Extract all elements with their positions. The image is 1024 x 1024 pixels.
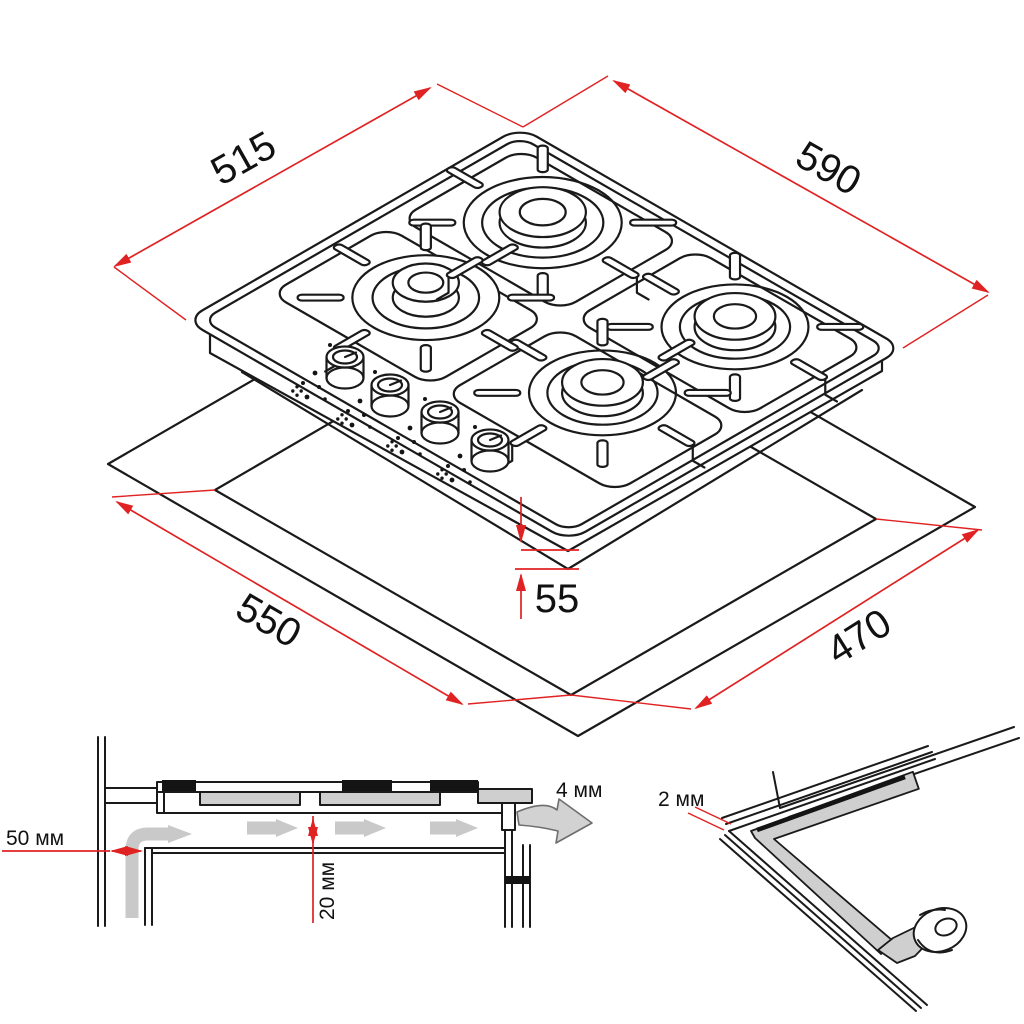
edge-vent-label: 4 мм xyxy=(556,779,602,802)
section-dimensions: 50 мм 20 мм 4 мм xyxy=(2,779,602,923)
knob-3 xyxy=(420,400,460,445)
installation-section-view: 50 мм 20 мм 4 мм xyxy=(2,736,602,928)
dimension-470: 470 xyxy=(570,518,983,710)
knob-4 xyxy=(470,428,510,473)
burner-back-left xyxy=(431,158,654,287)
front-offset-label: 55 xyxy=(535,577,580,621)
hob-left-trim xyxy=(156,791,165,814)
cutout-depth-label: 470 xyxy=(819,601,899,674)
shelf-gap-label: 20 мм xyxy=(316,862,339,920)
knob-1 xyxy=(325,345,365,390)
wall-lines xyxy=(97,736,106,927)
airflow-arrows xyxy=(125,819,478,918)
countertop-right-section xyxy=(477,788,533,804)
knob-2 xyxy=(370,373,410,418)
dimension-55: 55 xyxy=(515,497,579,621)
panel-dot-marks xyxy=(291,343,477,484)
hob-width-label: 590 xyxy=(789,133,869,204)
countertop-left-section xyxy=(104,787,158,804)
wall-clearance-label: 50 мм xyxy=(6,827,64,850)
hob-depth-label: 515 xyxy=(204,123,284,194)
edge-seal-detail-view: 2 мм xyxy=(658,726,1020,1012)
vent-exit-arrow xyxy=(516,798,593,844)
burner-front-right xyxy=(499,333,707,453)
plate-corner-edges xyxy=(719,745,936,1012)
control-knobs xyxy=(291,343,510,484)
cabinet-section xyxy=(144,829,531,928)
seal-thickness-label: 2 мм xyxy=(658,788,704,811)
hob-right-trim xyxy=(501,802,516,831)
hob-profile-section xyxy=(156,780,516,831)
dimension-550: 550 xyxy=(111,489,572,706)
burner-back-right xyxy=(631,267,839,387)
gasket-roll xyxy=(877,907,968,964)
cutout-width-label: 550 xyxy=(229,585,309,657)
seal-thickness-annotation: 2 мм xyxy=(658,788,732,831)
burner-front-left xyxy=(322,238,530,358)
